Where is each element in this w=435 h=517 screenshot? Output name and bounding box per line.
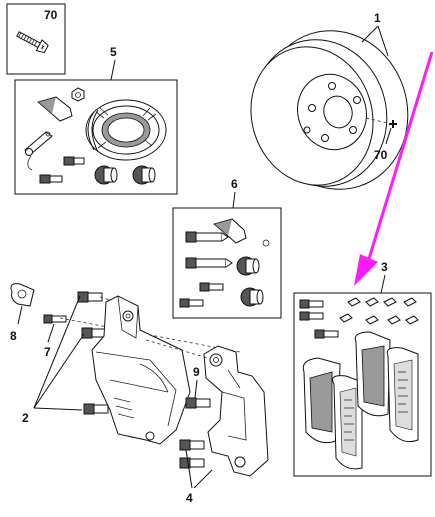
callout-70-disc: 70 bbox=[374, 148, 388, 162]
bolt-icon bbox=[63, 156, 85, 166]
disc-screw-icon bbox=[365, 117, 397, 128]
circlip-icon bbox=[87, 109, 99, 153]
guide-pin-icon bbox=[185, 231, 229, 243]
callout-9: 9 bbox=[193, 365, 200, 379]
bolt-icon bbox=[39, 174, 63, 184]
bolt-icon bbox=[299, 299, 324, 309]
callout-5: 5 bbox=[110, 45, 117, 59]
bolt-icon bbox=[179, 457, 205, 469]
part-9-bolt-icon bbox=[185, 397, 211, 409]
wheel-bearing-icon bbox=[85, 99, 167, 161]
nut-icon bbox=[71, 87, 85, 102]
bolt-icon bbox=[16, 31, 49, 54]
guide-pin-icon bbox=[185, 257, 233, 269]
brake-caliper-icon bbox=[91, 295, 191, 445]
bolt-icon bbox=[83, 403, 109, 415]
caliper-assembly: 8 7 2 bbox=[10, 283, 269, 505]
brake-pad-icon bbox=[386, 347, 419, 443]
callout-70-top: 70 bbox=[44, 8, 58, 22]
part-8-clip-icon bbox=[10, 283, 35, 307]
brake-pad-icon bbox=[332, 375, 363, 470]
callout-6: 6 bbox=[231, 177, 238, 191]
bolt-icon bbox=[77, 291, 103, 303]
callout-2: 2 bbox=[22, 411, 29, 425]
bolt-icon bbox=[314, 329, 339, 339]
callout-1: 1 bbox=[374, 11, 381, 25]
grease-tube-icon bbox=[37, 96, 73, 122]
bushing-icon bbox=[94, 165, 118, 185]
part-3-pad-set-box: 3 bbox=[293, 260, 432, 477]
o-ring-icon bbox=[262, 239, 270, 247]
callout-3: 3 bbox=[381, 260, 388, 274]
bolt-icon bbox=[179, 298, 204, 308]
bracket-icon bbox=[24, 131, 53, 171]
part-7-bolt-icon bbox=[43, 314, 67, 324]
bushing-icon bbox=[240, 287, 264, 307]
bushing-icon bbox=[132, 165, 156, 185]
callout-7: 7 bbox=[44, 345, 51, 359]
part-1-brake-disc: 1 70 bbox=[250, 11, 409, 190]
part-5-kit-box: 5 bbox=[14, 45, 178, 195]
callout-4: 4 bbox=[186, 491, 193, 505]
grease-tube-icon bbox=[213, 218, 247, 244]
bolt-icon bbox=[179, 439, 205, 451]
brake-disc-icon bbox=[250, 30, 409, 190]
highlight-arrow bbox=[354, 51, 434, 286]
bolt-icon bbox=[81, 327, 107, 339]
bolt-icon bbox=[299, 311, 324, 321]
part-6-kit-box: 6 bbox=[172, 177, 282, 319]
caliper-carrier-icon bbox=[203, 345, 269, 477]
part-70-bolt-box: 70 bbox=[6, 3, 66, 75]
callout-8: 8 bbox=[10, 329, 17, 343]
brake-pad-icon bbox=[302, 357, 341, 444]
pad-clips bbox=[339, 297, 419, 325]
brake-pad-icon bbox=[354, 331, 391, 417]
bolt-icon bbox=[199, 282, 224, 292]
bushing-icon bbox=[236, 256, 260, 276]
